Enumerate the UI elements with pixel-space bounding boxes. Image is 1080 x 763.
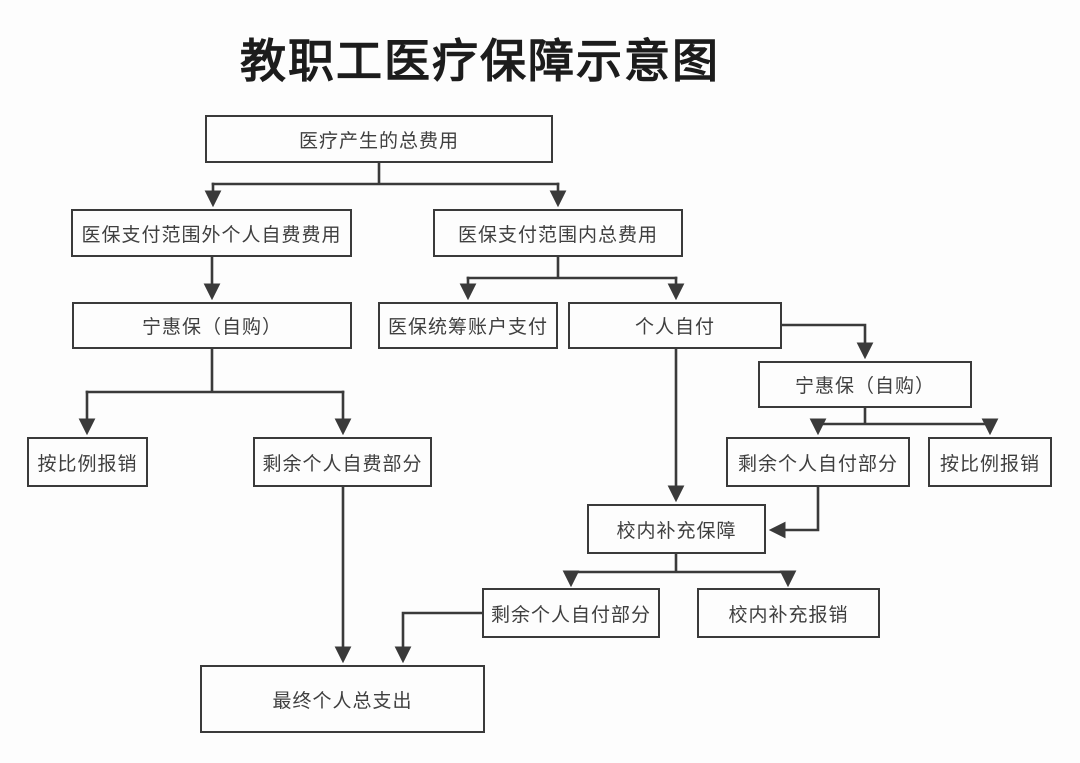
edge-campus-supplement-to-children — [562, 552, 797, 588]
node-campus-supplement: 校内补充保障 — [587, 504, 766, 554]
node-ninghuibao-right: 宁惠保（自购） — [758, 361, 972, 408]
node-remain-self-fee: 剩余个人自费部分 — [253, 437, 432, 487]
node-remain-self-pay-lower: 剩余个人自付部分 — [482, 588, 660, 638]
node-pool-account: 医保统筹账户支付 — [378, 302, 558, 349]
edge-remain-lower-to-final — [394, 611, 484, 664]
node-total-cost: 医疗产生的总费用 — [205, 115, 553, 163]
edge-ninghuibao-right-to-children — [809, 406, 999, 436]
node-outside-scope: 医保支付范围外个人自费费用 — [71, 209, 352, 257]
node-ratio-reimburse-right: 按比例报销 — [928, 437, 1052, 487]
page-title: 教职工医疗保障示意图 — [240, 35, 720, 87]
edge-selfpay-to-ninghuibao-right — [780, 323, 874, 360]
edge-total-to-scopes — [204, 161, 567, 208]
edge-ninghuibao-left-to-children — [78, 347, 352, 436]
node-campus-reimburse: 校内补充报销 — [697, 588, 880, 638]
node-ninghuibao-left: 宁惠保（自购） — [72, 302, 352, 349]
node-self-pay: 个人自付 — [568, 302, 782, 349]
node-ratio-reimburse-left: 按比例报销 — [27, 437, 148, 487]
node-final-total: 最终个人总支出 — [200, 665, 485, 733]
edge-inside-to-children — [459, 255, 685, 301]
edge-remain-right-to-campus-supplement — [768, 485, 820, 539]
node-remain-self-pay-right: 剩余个人自付部分 — [726, 437, 910, 487]
node-inside-scope: 医保支付范围内总费用 — [433, 209, 683, 257]
